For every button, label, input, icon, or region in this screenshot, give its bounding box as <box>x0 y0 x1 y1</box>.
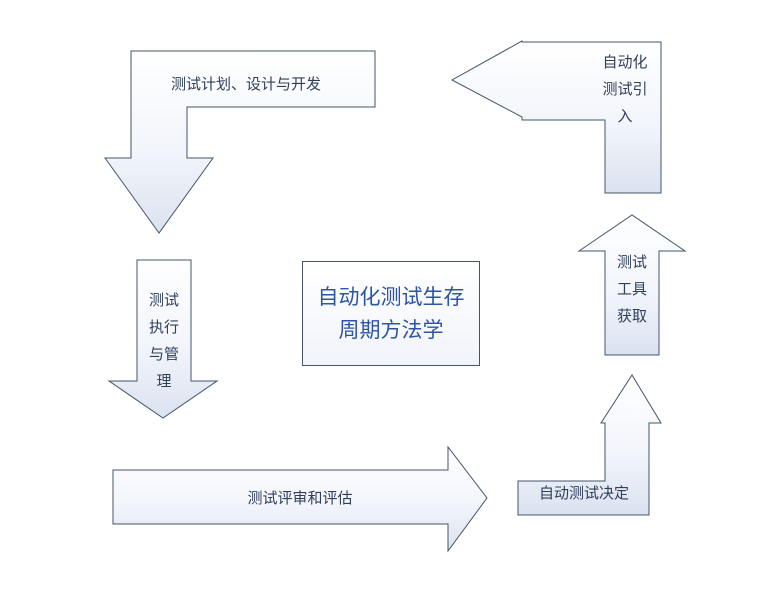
center-title: 自动化测试生存 周期方法学 <box>302 261 480 366</box>
introduce-label: 自动化 测试引 入 <box>590 49 660 129</box>
tools-label-line1: 测试 <box>616 252 647 271</box>
center-box <box>302 261 480 366</box>
decide-label: 自动测试决定 <box>520 480 648 506</box>
review-label-text: 测试评审和评估 <box>247 489 353 507</box>
execute-label-line3: 与管 <box>148 344 179 363</box>
execute-label-line1: 测试 <box>148 290 179 309</box>
tools-up-arrow <box>577 214 687 356</box>
plan-label: 测试计划、设计与开发 <box>131 70 361 98</box>
plan-bent-arrow <box>104 50 376 234</box>
review-label: 测试评审和评估 <box>200 484 400 512</box>
center-title-line1: 自动化测试生存 <box>317 284 465 309</box>
execute-down-arrow <box>107 259 219 419</box>
tools-label-line3: 获取 <box>616 306 647 325</box>
plan-label-text: 测试计划、设计与开发 <box>170 75 321 93</box>
introduce-label-line2: 测试引 <box>602 79 648 98</box>
decide-bent-arrow <box>517 374 662 516</box>
introduce-label-line1: 自动化 <box>602 52 648 71</box>
tools-label-line2: 工具 <box>616 279 647 298</box>
introduce-label-line3: 入 <box>617 106 633 125</box>
execute-label-line4: 理 <box>156 371 172 390</box>
review-right-arrow <box>112 445 488 553</box>
execute-label-line2: 执行 <box>148 317 179 336</box>
tools-label: 测试 工具 获取 <box>605 248 659 330</box>
decide-label-text: 自动测试决定 <box>538 484 629 502</box>
introduce-bent-arrow <box>450 40 662 194</box>
center-title-line2: 周期方法学 <box>338 317 444 342</box>
execute-label: 测试 执行 与管 理 <box>137 288 191 393</box>
